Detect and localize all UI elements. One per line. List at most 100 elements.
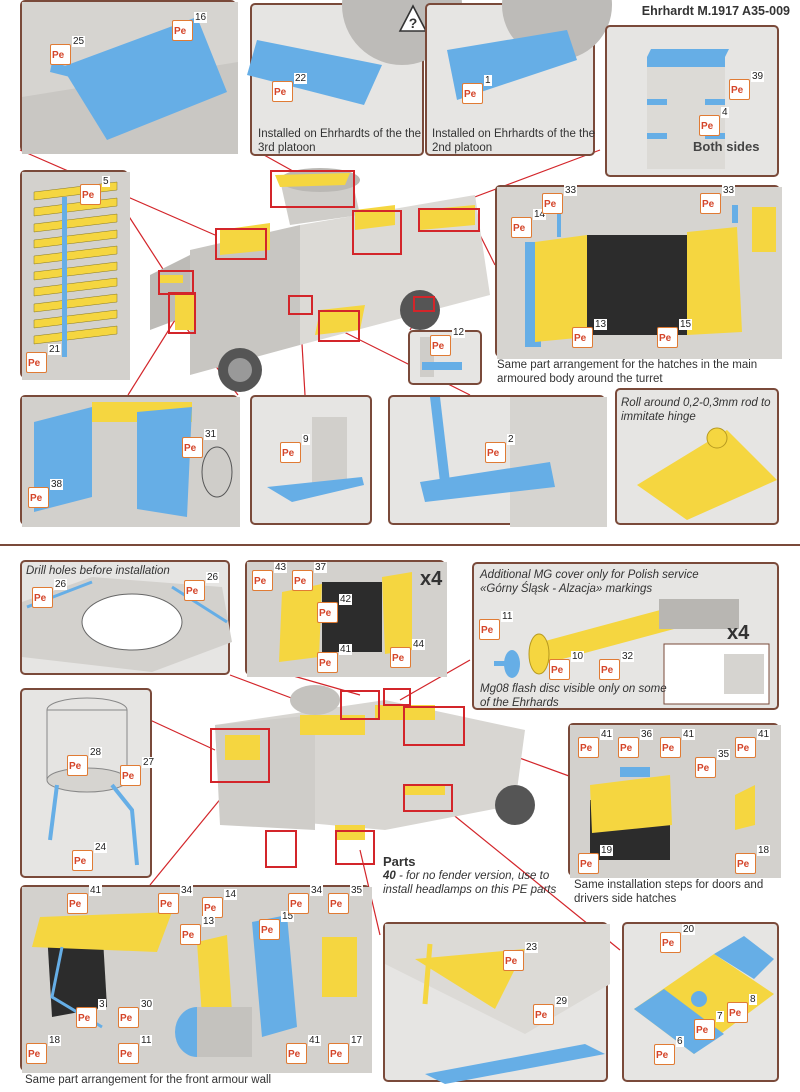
blue-hatch-part [62, 17, 227, 140]
blue-plate-22 [247, 40, 382, 105]
caption-mg-cover: Additional MG cover only for Polish serv… [480, 569, 699, 595]
callout-box [318, 310, 360, 342]
callout-box [210, 728, 270, 783]
caption-drill-holes: Drill holes before installation [26, 565, 170, 577]
caption-turret-hatches: Same part arrangement for the hatches in… [497, 359, 758, 385]
caption-flash-disc: Mg08 flash disc visible only on some of … [480, 683, 667, 709]
section-divider [0, 544, 800, 546]
vehicle-illustration-bottom [215, 685, 535, 840]
callout-box [403, 784, 453, 812]
callout-box [215, 228, 267, 260]
warning-icon: ? [398, 4, 428, 32]
document-title: Ehrhardt M.1917 A35-009 [641, 4, 790, 18]
parts-text: - for no fender version, use to install … [383, 870, 557, 896]
callout-box [418, 208, 480, 232]
caption-hinge: Roll around 0,2-0,3mm rod to immitate hi… [621, 397, 771, 423]
callout-box [158, 270, 194, 295]
callout-box [383, 688, 411, 706]
callout-box [335, 830, 375, 865]
panel-hinge: Roll around 0,2-0,3mm rod to immitate hi… [615, 388, 779, 525]
blue-plate-1 [447, 30, 577, 100]
quantity-x4: x4 [420, 568, 443, 590]
parts-number: 40 [383, 870, 396, 882]
callout-box [352, 210, 402, 255]
caption-2nd-platoon: Installed on Ehrhardts of the the 2nd pl… [432, 128, 596, 154]
caption-3rd-platoon: Installed on Ehrhardts of the the 3rd pl… [258, 128, 422, 154]
callout-box [168, 292, 196, 334]
quantity-x4-mg: x4 [727, 622, 750, 644]
parts-note: Parts 40 - for no fender version, use to… [383, 855, 573, 897]
parts-title: Parts [383, 854, 416, 869]
svg-text:?: ? [409, 15, 418, 31]
caption-driver-doors: Same installation steps for doors and dr… [574, 879, 764, 905]
callout-box [340, 690, 380, 720]
callout-box [265, 830, 297, 868]
caption-front-armour: Same part arrangement for the front armo… [25, 1074, 272, 1086]
